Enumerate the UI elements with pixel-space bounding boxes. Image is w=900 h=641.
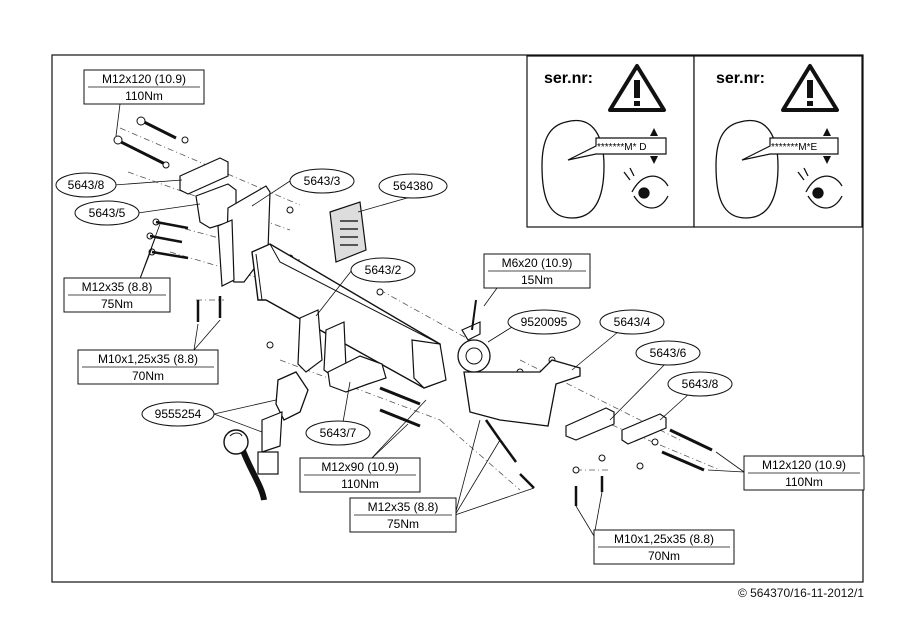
- svg-text:5643/8: 5643/8: [682, 377, 719, 391]
- callout-bolt-m12x120-right: M12x120 (10.9) 110Nm: [743, 455, 865, 491]
- part-label-564380: 564380: [378, 173, 448, 199]
- part-label-5643-6: 5643/6: [635, 340, 701, 366]
- svg-text:5643/6: 5643/6: [650, 346, 687, 360]
- callout-bolt-m6: M6x20 (10.9) 15Nm: [483, 253, 591, 289]
- callout-spec: M12x120 (10.9): [102, 72, 186, 86]
- callout-bolt-m10-right: M10x1,25x35 (8.8) 70Nm: [593, 529, 735, 565]
- callout-torque: 75Nm: [387, 517, 419, 531]
- eye-icon: [623, 167, 669, 209]
- bracket-plate-5643-8-right: [621, 413, 667, 445]
- part-label-9520095: 9520095: [507, 309, 581, 335]
- callout-spec: M10x1,25x35 (8.8): [98, 352, 198, 366]
- warning-icon: [608, 64, 666, 112]
- callout-torque: 110Nm: [341, 477, 379, 491]
- callout-torque: 75Nm: [101, 297, 133, 311]
- svg-text:5643/5: 5643/5: [89, 206, 126, 220]
- serial-panel-left: ser.nr: *******M* D: [526, 55, 695, 228]
- callout-spec: M12x120 (10.9): [762, 458, 846, 472]
- callout-torque: 15Nm: [521, 273, 553, 287]
- callout-spec: M6x20 (10.9): [502, 256, 573, 270]
- svg-text:5643/2: 5643/2: [365, 263, 402, 277]
- part-label-9555254: 9555254: [141, 401, 215, 427]
- bracket-plate-5643-8-left: [179, 157, 229, 195]
- svg-text:5643/7: 5643/7: [320, 426, 357, 440]
- callout-torque: 70Nm: [132, 369, 164, 383]
- callout-bolt-m12x90: M12x90 (10.9) 110Nm: [299, 457, 421, 493]
- svg-text:9520095: 9520095: [521, 315, 568, 329]
- callout-bolt-m12x35-center: M12x35 (8.8) 75Nm: [349, 497, 457, 533]
- svg-text:5643/8: 5643/8: [68, 178, 105, 192]
- callout-bolt-m10-left: M10x1,25x35 (8.8) 70Nm: [77, 349, 219, 385]
- diagram-frame: [51, 54, 864, 583]
- serial-label-right: ser.nr:: [716, 70, 765, 87]
- callout-bolt-m12x35-left: M12x35 (8.8) 75Nm: [63, 277, 171, 313]
- part-label-5643-8-left: 5643/8: [55, 172, 117, 198]
- callout-spec: M12x90 (10.9): [321, 460, 398, 474]
- callout-torque: 70Nm: [648, 549, 680, 563]
- serial-code-left: *******M* D: [597, 142, 646, 153]
- svg-text:564380: 564380: [393, 179, 433, 193]
- part-label-5643-2: 5643/2: [350, 257, 416, 283]
- callout-torque: 110Nm: [785, 475, 823, 489]
- svg-text:5643/4: 5643/4: [614, 315, 651, 329]
- copyright-text: © 564370/16-11-2012/1: [737, 586, 864, 600]
- serial-panel-right: ser.nr: *******M*E: [693, 55, 863, 228]
- part-label-5643-5: 5643/5: [74, 200, 140, 226]
- eye-icon: [797, 167, 843, 209]
- svg-text:5643/3: 5643/3: [304, 174, 341, 188]
- callout-torque: 110Nm: [125, 89, 163, 103]
- callout-spec: M12x35 (8.8): [82, 280, 153, 294]
- svg-text:9555254: 9555254: [155, 407, 202, 421]
- part-label-5643-3: 5643/3: [289, 168, 355, 194]
- serial-code-right: *******M*E: [771, 142, 817, 153]
- part-label-5643-8-right: 5643/8: [667, 371, 733, 397]
- side-bracket-5643-4: [463, 359, 581, 427]
- part-label-5643-7: 5643/7: [305, 420, 371, 446]
- support-5643-7: [327, 355, 387, 393]
- part-label-5643-4: 5643/4: [599, 309, 665, 335]
- socket-holder-9520095: [457, 299, 491, 373]
- callout-spec: M10x1,25x35 (8.8): [614, 532, 714, 546]
- bracket-5643-6: [565, 407, 615, 441]
- tow-ball-9555254: [223, 371, 309, 501]
- callout-bolt-top-left: M12x120 (10.9) 110Nm: [83, 69, 205, 105]
- warning-icon: [781, 64, 839, 112]
- serial-label-left: ser.nr:: [544, 70, 593, 87]
- label-plate-564380: [329, 201, 367, 263]
- callout-spec: M12x35 (8.8): [368, 500, 439, 514]
